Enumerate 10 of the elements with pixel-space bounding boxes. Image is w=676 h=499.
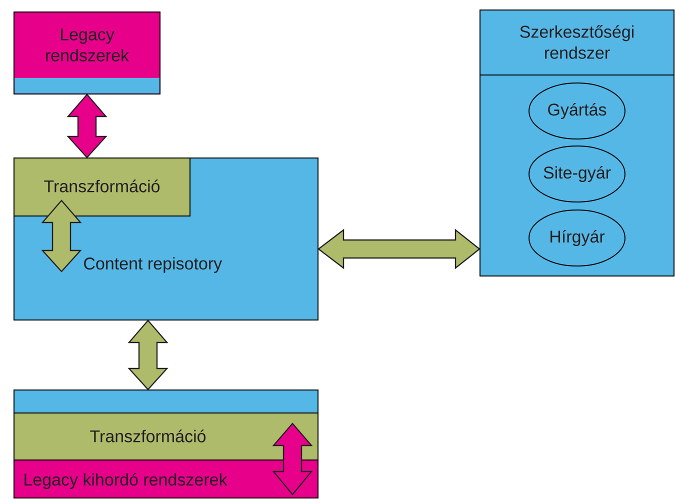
double-arrow: [66, 94, 108, 158]
system-box: Legacy rendszerek: [14, 12, 160, 94]
double-arrow: [41, 200, 82, 272]
double-arrow: [318, 228, 480, 270]
double-arrow: [128, 320, 168, 390]
system-band: Legacy kihordó rendszerek: [14, 460, 318, 498]
double-arrow: [272, 422, 313, 496]
transformation-band: Transzformáció: [14, 412, 318, 460]
transformation-box: Transzformáció: [14, 158, 190, 216]
top-band: [14, 390, 318, 414]
